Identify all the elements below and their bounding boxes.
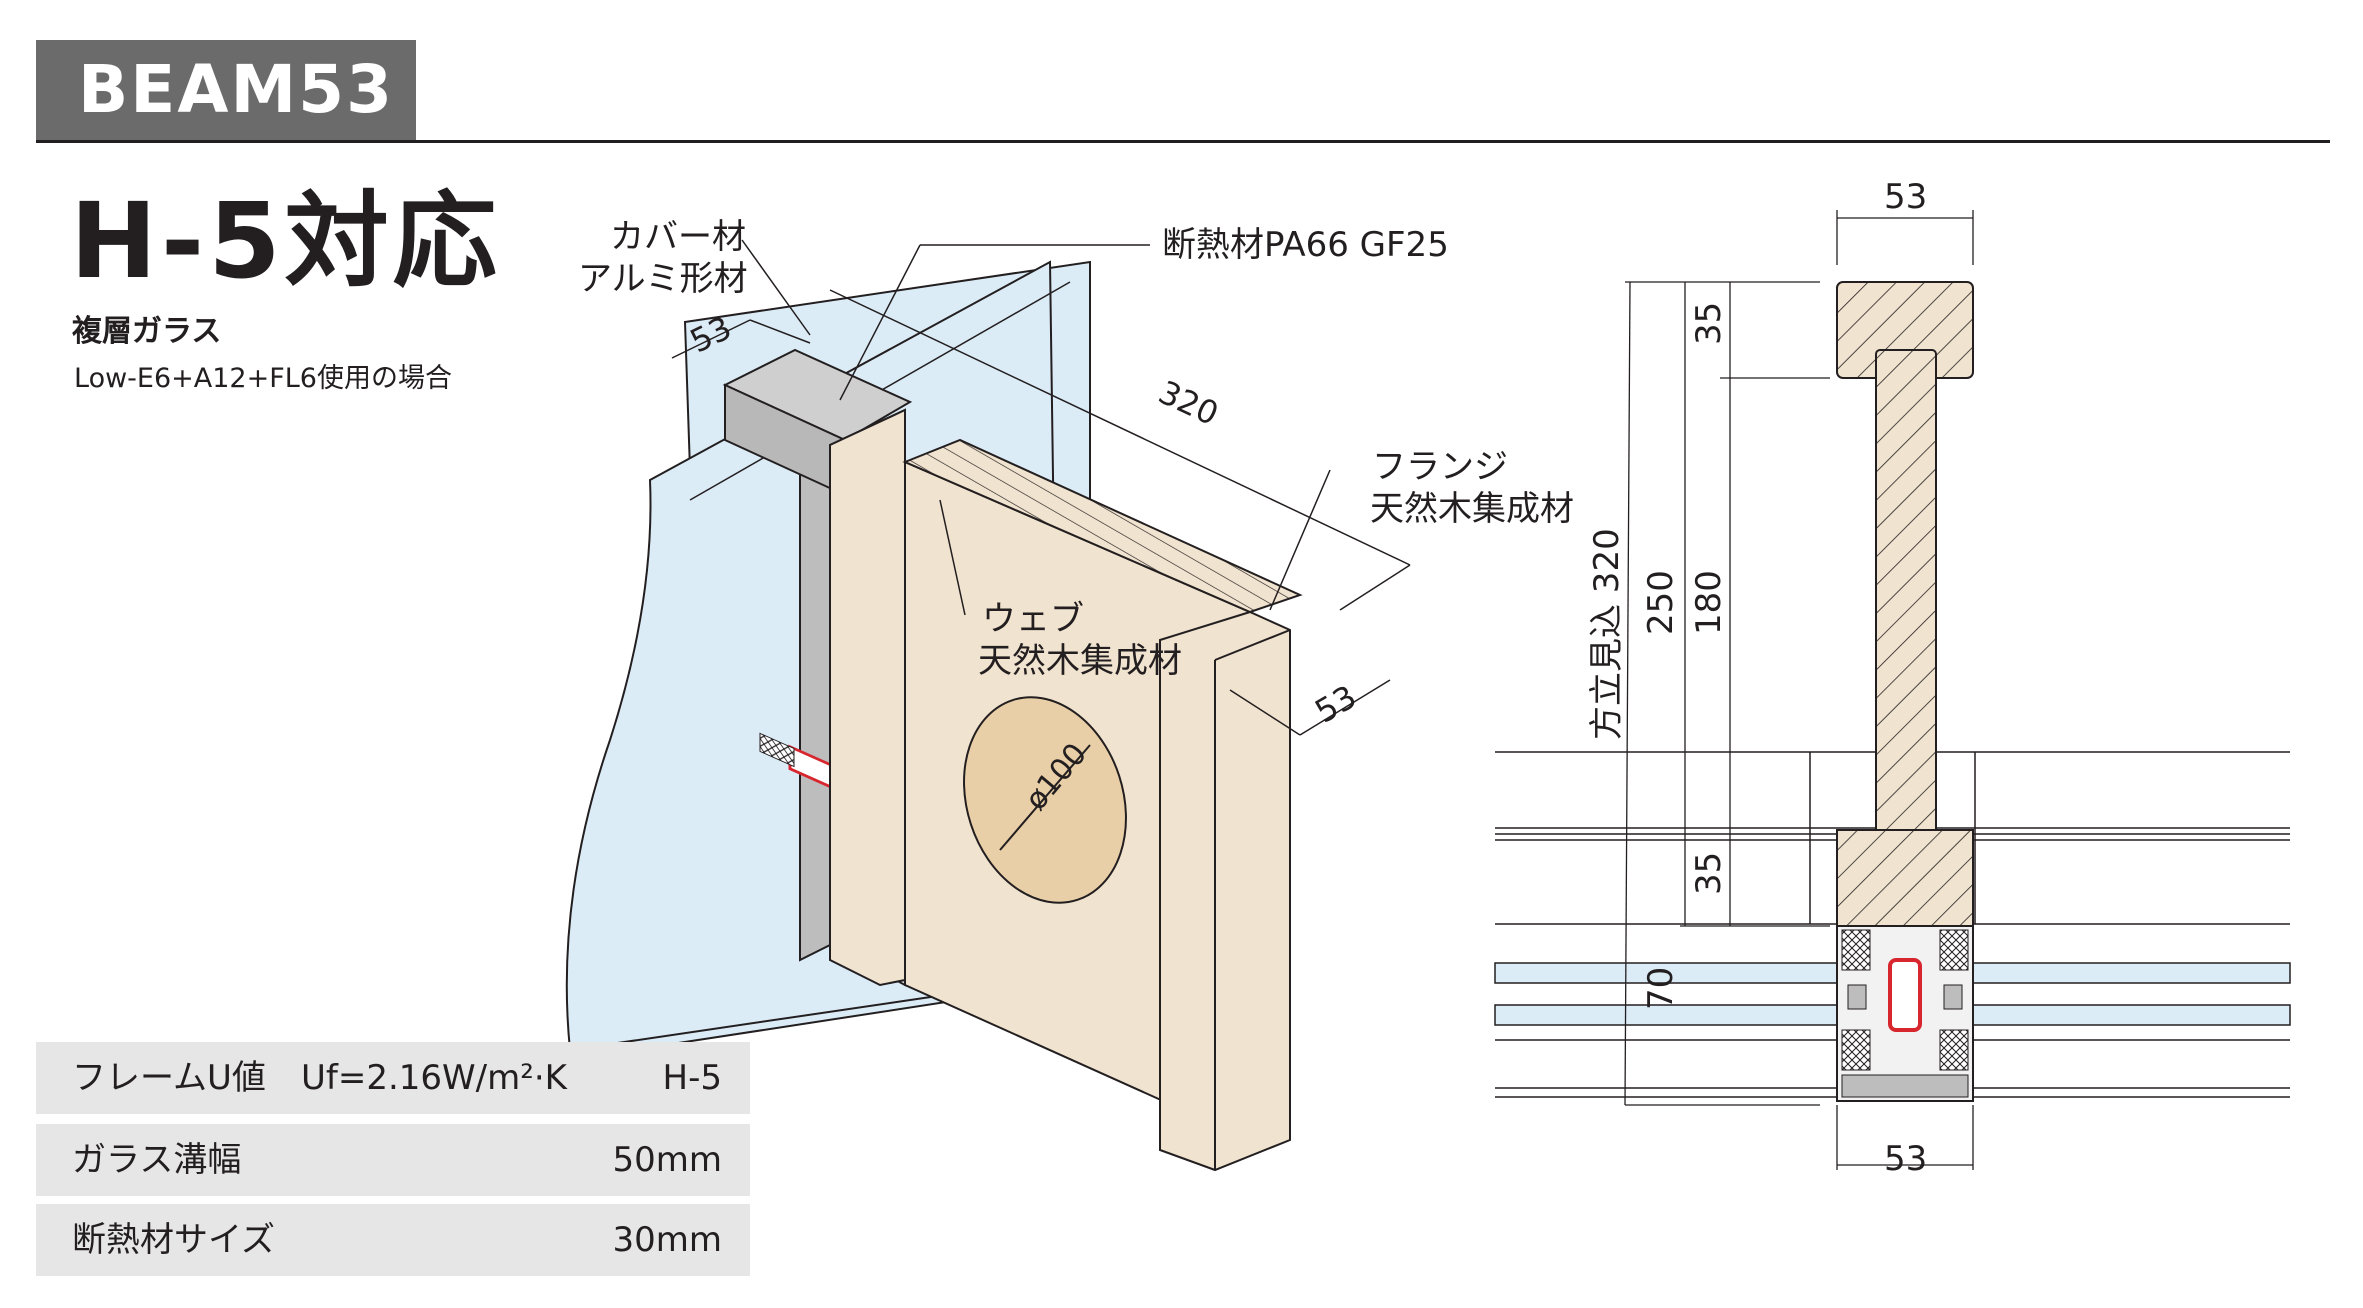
spec-insulation-label: 断熱材サイズ <box>72 1220 275 1260</box>
label-web-2: 天然木集成材 <box>978 641 1182 681</box>
spec-frame-value: Uf=2.16W/m²·K <box>301 1058 567 1098</box>
spec-frame-label: フレームU値 <box>72 1058 266 1098</box>
aluminium-cover <box>799 443 831 962</box>
section-dim-180: 180 <box>1689 570 1729 635</box>
spec-row-frame-u: フレームU値 Uf=2.16W/m²·K H-5 <box>36 1042 750 1114</box>
spec-row-insulation: 断熱材サイズ 30mm <box>36 1204 750 1276</box>
section-dim-53-top: 53 <box>1884 177 1927 217</box>
section-dim-70: 70 <box>1641 967 1681 1010</box>
section-dim-320: 方立見込 320 <box>1587 528 1627 740</box>
web-top <box>902 438 1303 614</box>
section-dim-35-bottom: 35 <box>1689 852 1729 895</box>
label-insulation: 断熱材PA66 GF25 <box>1162 225 1449 265</box>
hole-100 <box>963 696 1127 904</box>
section-flange-bottom <box>1836 829 1974 927</box>
spec-glass-groove-value: 50mm <box>612 1140 722 1180</box>
section-insulation <box>1888 958 1922 1032</box>
label-cover-1: カバー材 <box>610 217 746 257</box>
section-web <box>1875 349 1937 861</box>
flange-face <box>829 408 906 987</box>
label-flange-2: 天然木集成材 <box>1370 489 1574 529</box>
iso-dim-53-side: 53 <box>1309 677 1363 730</box>
glass-spec: Low-E6+A12+FL6使用の場合 <box>74 363 452 394</box>
model-title-tab: BEAM53 <box>36 40 416 140</box>
label-cover-2: アルミ形材 <box>578 259 748 299</box>
flange-back <box>1159 610 1291 1172</box>
label-web-1: ウェブ <box>982 599 1084 639</box>
label-flange-1: フランジ <box>1372 447 1508 487</box>
title-rule <box>36 140 2330 143</box>
spec-frame-grade: H-5 <box>662 1058 722 1098</box>
section-dim-250: 250 <box>1641 570 1681 635</box>
section-dim-35-top: 35 <box>1689 302 1729 345</box>
spec-insulation-value: 30mm <box>612 1220 722 1260</box>
isometric-view: ø100 53 カバー材 アルミ形材 断熱材PA66 GF25 320 フランジ… <box>565 217 1574 1172</box>
spec-glass-groove-label: ガラス溝幅 <box>72 1140 242 1180</box>
section-view: 53 53 35 方立見込 320 250 180 35 70 <box>1494 177 2291 1179</box>
glass-type: 複層ガラス <box>72 314 222 349</box>
spec-row-glass-groove: ガラス溝幅 50mm <box>36 1124 750 1196</box>
page-heading: H-5対応 <box>70 180 501 302</box>
iso-dim-320: 320 <box>1153 373 1224 433</box>
section-dim-53-bottom: 53 <box>1884 1139 1927 1179</box>
